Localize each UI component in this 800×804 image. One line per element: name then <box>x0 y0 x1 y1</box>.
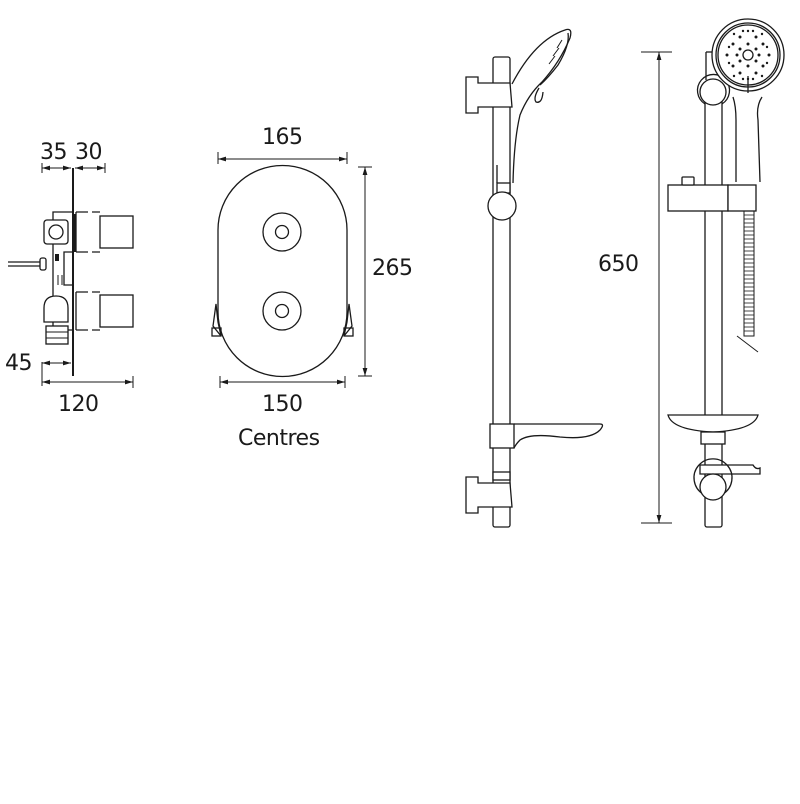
upper-bracket-front <box>699 78 727 106</box>
valve-side-view <box>8 163 134 388</box>
faceplate <box>217 164 348 378</box>
riser-rail-side <box>492 56 511 528</box>
soap-dish-front <box>667 414 759 433</box>
dim-label-265: 265 <box>372 256 413 281</box>
dim-label-150: 150 <box>262 392 303 417</box>
dim-label-centres: Centres <box>238 426 320 451</box>
temperature-control-outer <box>262 212 302 252</box>
soap-dish-side <box>513 423 604 449</box>
valve-front-view <box>211 152 372 388</box>
dim-label-650: 650 <box>598 252 639 277</box>
flow-control-outer <box>262 291 302 331</box>
handset-side <box>511 28 572 184</box>
spray-nozzles <box>725 29 771 81</box>
dim-label-45: 45 <box>5 351 33 376</box>
upper-bracket-side <box>465 76 513 114</box>
riser-side-view <box>465 28 604 528</box>
soap-dish-mount-side <box>489 423 515 449</box>
slider-holder-front <box>667 184 729 212</box>
dim-label-35: 35 <box>40 140 68 165</box>
riser-rail-front <box>704 89 723 528</box>
lower-bracket-side <box>465 476 513 514</box>
dim-label-165: 165 <box>262 125 303 150</box>
riser-front-view <box>641 18 785 528</box>
dim-label-120: 120 <box>58 392 99 417</box>
slider-side <box>487 191 517 221</box>
shower-hose <box>743 210 755 337</box>
lower-bracket-front <box>699 473 727 501</box>
dim-label-30: 30 <box>75 140 103 165</box>
